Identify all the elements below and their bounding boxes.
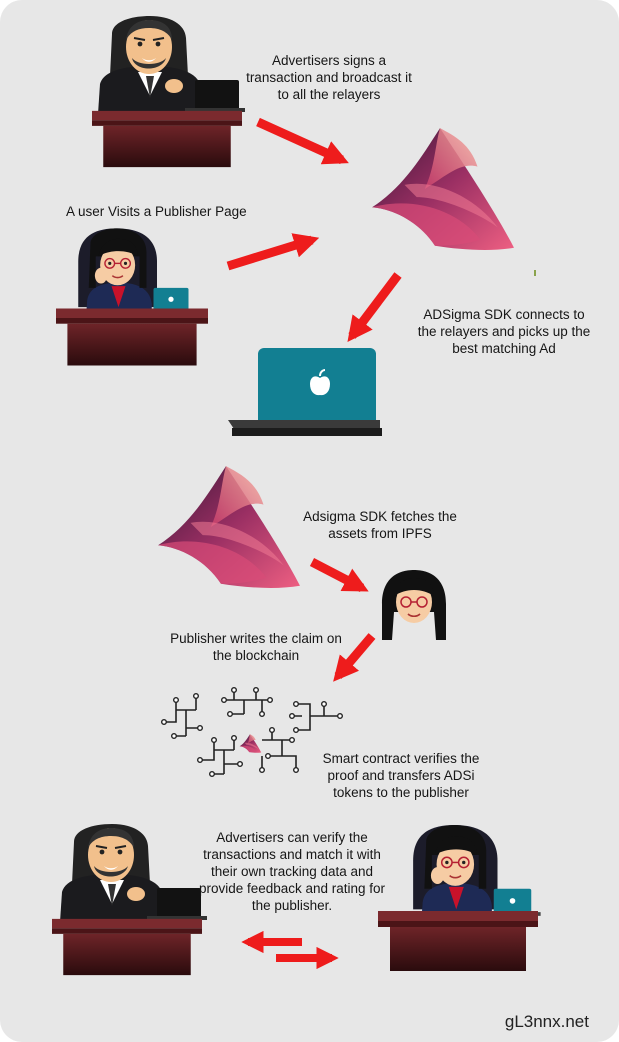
caption-step5: Publisher writes the claim on the blockc… <box>170 631 342 663</box>
caption-step1: Advertisers signs a transaction and broa… <box>246 53 412 102</box>
watermark: gL3nnx.net <box>504 1012 589 1031</box>
caption-step6: Smart contract verifies the proof and tr… <box>322 751 480 800</box>
apple-icon <box>310 369 330 396</box>
speck <box>534 270 536 276</box>
publisher-icon <box>382 570 446 640</box>
arrow-user-to-sdk <box>226 233 320 271</box>
caption-step3: ADSigma SDK connects to the relayers and… <box>417 307 591 356</box>
arrow-sdk-to-laptop <box>347 272 402 343</box>
caption-step4: Adsigma SDK fetches the assets from IPFS <box>303 509 457 541</box>
arrow-advertiser-to-relayers <box>256 117 349 165</box>
arrow-publisher-to-blockchain <box>333 633 376 682</box>
adsigma-logo-icon <box>158 466 300 588</box>
arrow-sdk-to-publisher <box>309 558 369 592</box>
advertiser-icon <box>92 15 246 168</box>
adsigma-logo-icon <box>372 128 514 250</box>
blockchain-network-icon <box>160 687 344 778</box>
publisher-icon <box>56 227 208 366</box>
caption-step7: Advertisers can verify the transactions … <box>198 830 386 913</box>
caption-step2: A user Visits a Publisher Page <box>66 204 247 219</box>
laptop-icon <box>228 348 382 436</box>
adsigma-logo-icon <box>239 734 262 753</box>
publisher-icon <box>378 824 542 971</box>
